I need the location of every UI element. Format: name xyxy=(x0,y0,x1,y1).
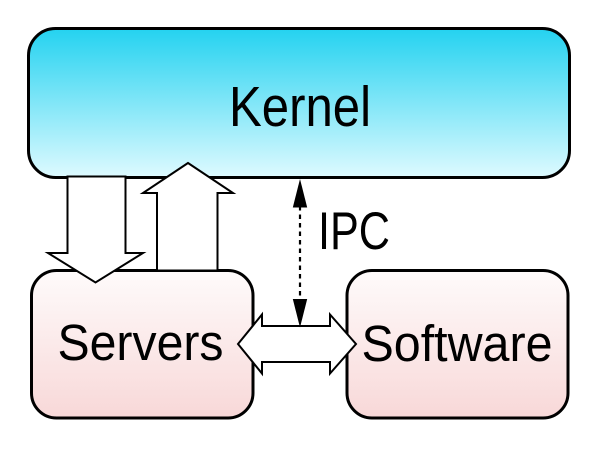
software-label: Software xyxy=(362,315,553,372)
ipc-label: IPC xyxy=(318,202,390,261)
ipc-arrowhead-top xyxy=(292,179,308,208)
kernel-label: Kernel xyxy=(229,75,371,139)
servers-to-kernel-up-arrow xyxy=(139,161,237,272)
servers-software-double-arrow xyxy=(236,311,358,377)
servers-label: Servers xyxy=(58,314,224,371)
kernel-to-servers-down-arrow xyxy=(44,175,147,284)
kernel-box xyxy=(27,27,571,179)
ipc-arrowhead-bottom xyxy=(292,299,308,328)
ipc-dashed-arrow xyxy=(292,179,308,328)
